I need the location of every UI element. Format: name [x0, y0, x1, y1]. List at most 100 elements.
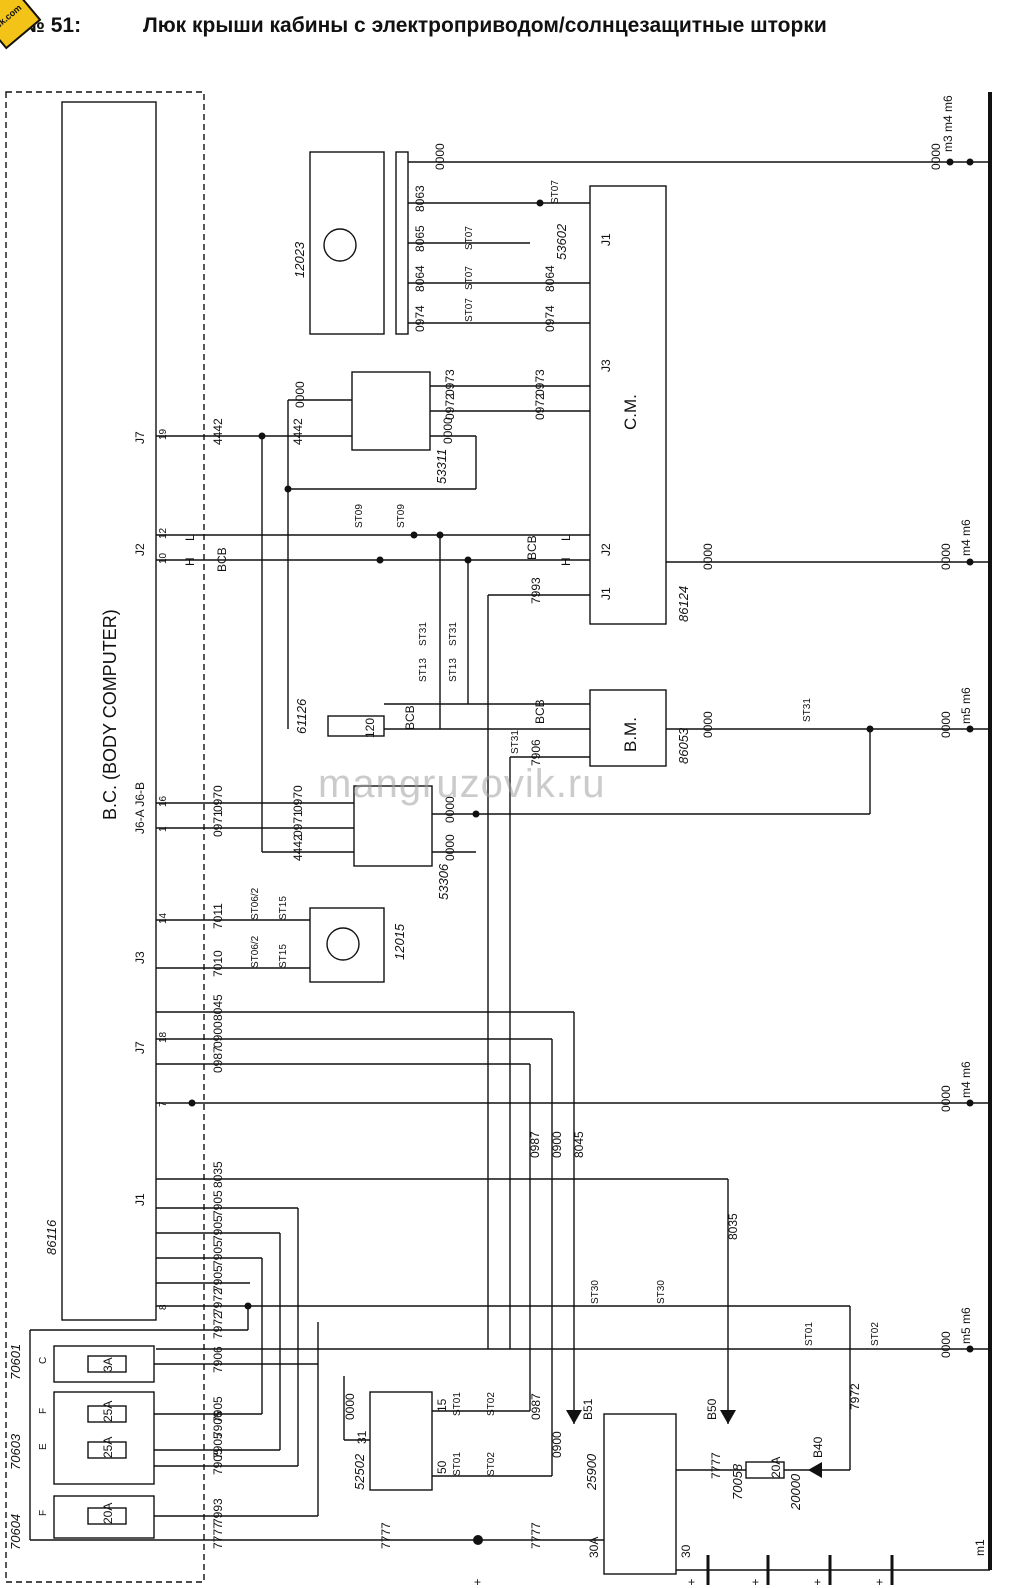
- wire-label-8063: 8063: [413, 185, 427, 212]
- wire-label-8064: 8064: [413, 265, 427, 292]
- splice-st06-b: ST06/2: [250, 935, 261, 968]
- can-l-label-left: L: [183, 534, 197, 541]
- terminal-50: 50: [435, 1460, 449, 1474]
- bcb-label-right: BCB: [525, 535, 539, 560]
- fuse-70604-id: 70604: [8, 1514, 23, 1550]
- terminal-plus-b2: +: [752, 1575, 759, 1588]
- wire-label-8064-cm: 8064: [543, 265, 557, 292]
- connector-j3-bc: J3: [133, 951, 147, 964]
- connector-j2-cm: J2: [599, 543, 613, 556]
- wire-label-0900-switch: 0900: [550, 1431, 564, 1458]
- wire-label-7905-f: 7905: [211, 1432, 225, 1459]
- splice-st13-a: ST13: [418, 658, 429, 682]
- terminal-plus-b1: +: [688, 1575, 695, 1588]
- main-fuse-value: 20A: [769, 1457, 783, 1478]
- wire-label-0987: 0987: [211, 1046, 225, 1073]
- splice-st07-b: ST07: [464, 266, 475, 290]
- junction-st09-l: [410, 531, 418, 539]
- can-l-label-right: L: [559, 534, 573, 541]
- wire-label-7010: 7010: [211, 950, 225, 977]
- wire-label-0900-v: 0900: [550, 1131, 564, 1158]
- connector-j1-cm: J1: [599, 233, 613, 246]
- junction-can-h: [464, 556, 472, 564]
- wire-label-0000-r4: 0000: [939, 1085, 953, 1112]
- fuse-25a-label-1: 25A: [101, 1401, 115, 1422]
- motor-icon: [323, 228, 357, 262]
- bcb-label-resistor: BCB: [403, 705, 417, 730]
- wire-label-7777: 7777: [211, 1522, 225, 1549]
- junction-st09-h: [376, 556, 384, 564]
- motor-icon-2: [326, 927, 360, 961]
- wire-label-0000-r1: 0000: [929, 143, 943, 170]
- splice-st02-c: ST02: [486, 1452, 497, 1476]
- connector-j1-cm-2: J1: [599, 587, 613, 600]
- fuse-70604: [53, 1495, 155, 1539]
- junction-0000: [284, 485, 292, 493]
- wire-label-0000-r5: 0000: [939, 1331, 953, 1358]
- wire-label-4442-c: 4442: [291, 834, 305, 861]
- wire-label-8045-v: 8045: [572, 1131, 586, 1158]
- wire-label-7993: 7993: [529, 577, 543, 604]
- main-fuse-id: 70058: [730, 1463, 745, 1500]
- junction-8063: [536, 199, 544, 207]
- splice-st15-a: ST15: [278, 896, 289, 920]
- terminal-b40: B40: [811, 1436, 825, 1458]
- arrow-b51: [566, 1410, 582, 1424]
- terminal-30: 30: [679, 1544, 693, 1558]
- wire-label-7906: 7906: [529, 739, 543, 766]
- wire-label-0000-relay2-b: 0000: [443, 834, 457, 861]
- terminal-plus-b3: +: [814, 1575, 821, 1588]
- fuse-25a-symbol-2: [87, 1441, 127, 1459]
- fuse-pin-e: E: [38, 1443, 49, 1450]
- wire-label-0971: 0971: [211, 810, 225, 837]
- pin-14: 14: [158, 912, 169, 924]
- fuse-70601-id: 70601: [8, 1344, 23, 1380]
- junction-st31: [866, 725, 874, 733]
- splice-st07-d: ST07: [550, 180, 561, 204]
- wire-label-7906-c: 7906: [211, 1411, 225, 1438]
- pin-19: 19: [158, 428, 169, 440]
- fuse-pin-f: F: [38, 1408, 49, 1414]
- resistor-block: [327, 715, 385, 737]
- junction-4442: [258, 432, 266, 440]
- wire-label-7011: 7011: [211, 903, 225, 929]
- watermark: mangruzovik.ru: [318, 762, 606, 806]
- shade-motor-block: [309, 907, 385, 983]
- splice-st30-b: ST30: [656, 1280, 667, 1304]
- fuse-25a-label-2: 25A: [101, 1437, 115, 1458]
- splice-st09-a: ST09: [354, 504, 365, 528]
- wire-label-7905-b: 7905: [211, 1215, 225, 1242]
- pin-1: 1: [158, 826, 169, 832]
- resistor-id: 61126: [294, 698, 309, 734]
- wire-label-0000-relay2: 0000: [443, 796, 457, 823]
- pin-18: 18: [158, 1031, 169, 1043]
- junction-m4: [966, 158, 974, 166]
- ground-label-4: m4 m6: [959, 1061, 973, 1098]
- wire-label-7777-d: 7777: [709, 1452, 723, 1479]
- main-relay-block: [603, 1413, 677, 1575]
- terminal-plus-supply: +: [474, 1575, 481, 1588]
- body-computer-block: [61, 101, 157, 1321]
- terminal-15: 15: [435, 1398, 449, 1412]
- wire-label-7905-g: 7905: [211, 1448, 225, 1475]
- terminal-31: 31: [355, 1430, 369, 1444]
- bc-dashed-outline: [5, 91, 205, 1583]
- junction-m3: [946, 158, 954, 166]
- junction-ground5: [966, 1345, 974, 1353]
- fuse-70603: [53, 1391, 155, 1485]
- relay-top-block: [351, 371, 431, 451]
- arrow-b40: [808, 1462, 822, 1478]
- connector-j7-top: J7: [133, 431, 147, 444]
- wire-label-4442: 4442: [211, 418, 225, 445]
- connector-j6: J6-A J6-B: [133, 782, 147, 834]
- wire-label-0000-cm: 0000: [701, 543, 715, 570]
- splice-st31-a: ST31: [418, 622, 429, 646]
- pin-12: 12: [158, 527, 169, 539]
- junction-can-l: [436, 531, 444, 539]
- fuse-pin-f-2: F: [38, 1510, 49, 1516]
- arrow-b50: [720, 1410, 736, 1424]
- splice-st30-a: ST30: [590, 1280, 601, 1304]
- wire-label-0974: 0974: [413, 305, 427, 332]
- wire-label-0000-switch: 0000: [343, 1393, 357, 1420]
